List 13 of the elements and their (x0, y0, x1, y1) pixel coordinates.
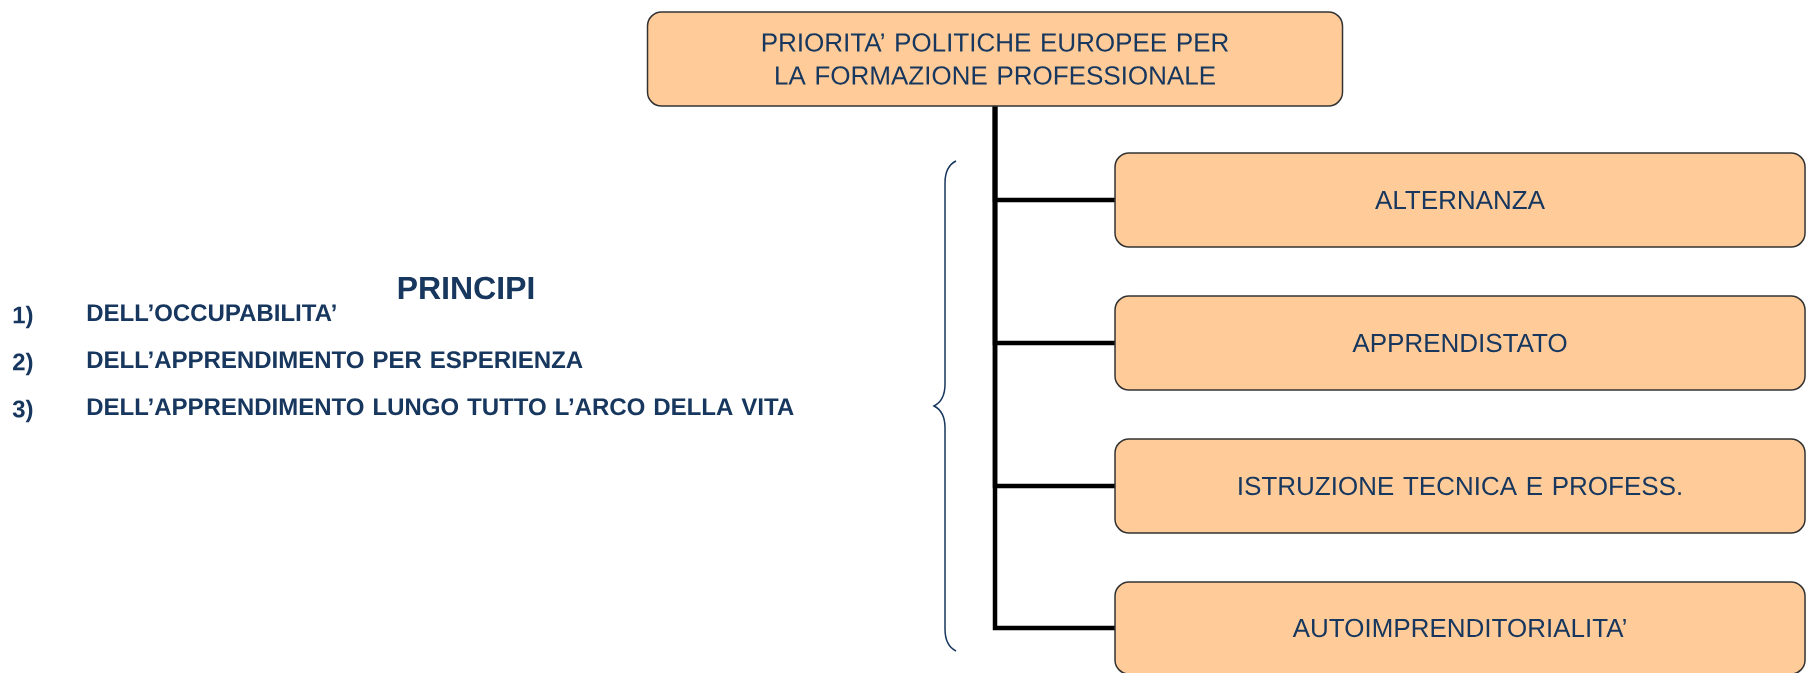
process-box: ALTERNANZA (1114, 152, 1806, 248)
list-number: 1) (13, 305, 33, 329)
list-number: 3) (12, 399, 33, 423)
heading: PRINCIPI (398, 276, 534, 300)
list-item: DELL’OCCUPABILITA’ (87, 304, 336, 322)
list-item: DELL’APPRENDIMENTO LUNGO TUTTO L’ARCO DELLA VITA (87, 398, 794, 416)
process-box: AUTOIMPRENDITORIALITA’ (1114, 581, 1806, 673)
process-box: PRIORITA’ POLITICHE EUROPEE PER LA FORMAZIONE PROFESSIONALE (646, 11, 1344, 107)
connector-line (992, 105, 1115, 631)
list-number: 2) (13, 352, 33, 376)
list-item: DELL’APPRENDIMENTO PER ESPERIENZA (87, 351, 583, 369)
process-box: APPRENDISTATO (1114, 295, 1806, 391)
process-box: ISTRUZIONE TECNICA E PROFESS. (1114, 438, 1806, 534)
